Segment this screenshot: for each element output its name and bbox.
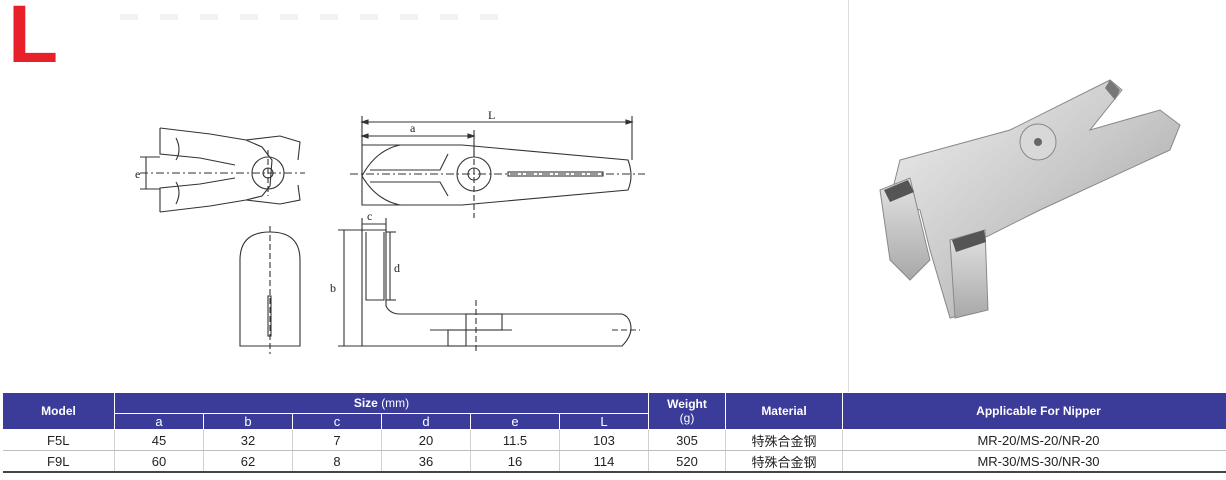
- cell-b: 62: [203, 450, 293, 473]
- cell-model: F9L: [2, 450, 115, 473]
- cell-weight: 305: [648, 429, 726, 451]
- cell-c: 8: [292, 450, 382, 473]
- dim-label-a: a: [410, 121, 416, 135]
- cell-b: 32: [203, 429, 293, 451]
- cell-L: 103: [559, 429, 649, 451]
- cell-a: 60: [114, 450, 204, 473]
- cell-L: 114: [559, 450, 649, 473]
- cell-d: 20: [381, 429, 471, 451]
- header-size-c: c: [292, 413, 382, 430]
- vertical-divider: [848, 0, 849, 392]
- side-view: [350, 116, 645, 218]
- cell-c: 7: [292, 429, 382, 451]
- dim-label-e: e: [135, 167, 140, 181]
- front-view-jaws: [140, 127, 305, 213]
- series-letter: L: [8, 0, 59, 80]
- cell-e: 16: [470, 450, 560, 473]
- header-weight: Weight(g): [648, 392, 726, 430]
- header-size-L: L: [559, 413, 649, 430]
- cell-a: 45: [114, 429, 204, 451]
- header-model: Model: [2, 392, 115, 430]
- cell-nipper: MR-30/MS-30/NR-30: [842, 450, 1226, 473]
- header-material: Material: [725, 392, 843, 430]
- cell-d: 36: [381, 450, 471, 473]
- cell-weight: 520: [648, 450, 726, 473]
- dim-label-L: L: [488, 108, 495, 122]
- cell-model: F5L: [2, 429, 115, 451]
- dim-label-b: b: [330, 281, 336, 295]
- header-size-a: a: [114, 413, 204, 430]
- bottom-view: [338, 218, 640, 352]
- header-size-b: b: [203, 413, 293, 430]
- end-view: [239, 226, 301, 354]
- cell-material: 特殊合金钢: [725, 429, 843, 451]
- table-row: F5L 45 32 7 20 11.5 103 305 特殊合金钢 MR-20/…: [2, 429, 1226, 451]
- cell-nipper: MR-20/MS-20/NR-20: [842, 429, 1226, 451]
- spec-table: Model Size (mm) Weight(g) Material Appli…: [2, 392, 1226, 473]
- nipper-blade-image: [879, 79, 1181, 319]
- header-nipper: Applicable For Nipper: [842, 392, 1226, 430]
- cell-material: 特殊合金钢: [725, 450, 843, 473]
- header-size-d: d: [381, 413, 471, 430]
- faint-header-line: [120, 14, 500, 20]
- dim-label-d: d: [394, 261, 400, 275]
- header-size: Size (mm): [114, 392, 649, 414]
- technical-drawing: a L e c d b: [135, 108, 645, 354]
- cell-e: 11.5: [470, 429, 560, 451]
- header-size-e: e: [470, 413, 560, 430]
- dim-label-c: c: [367, 209, 372, 223]
- table-row: F9L 60 62 8 36 16 114 520 特殊合金钢 MR-30/MS…: [2, 450, 1226, 473]
